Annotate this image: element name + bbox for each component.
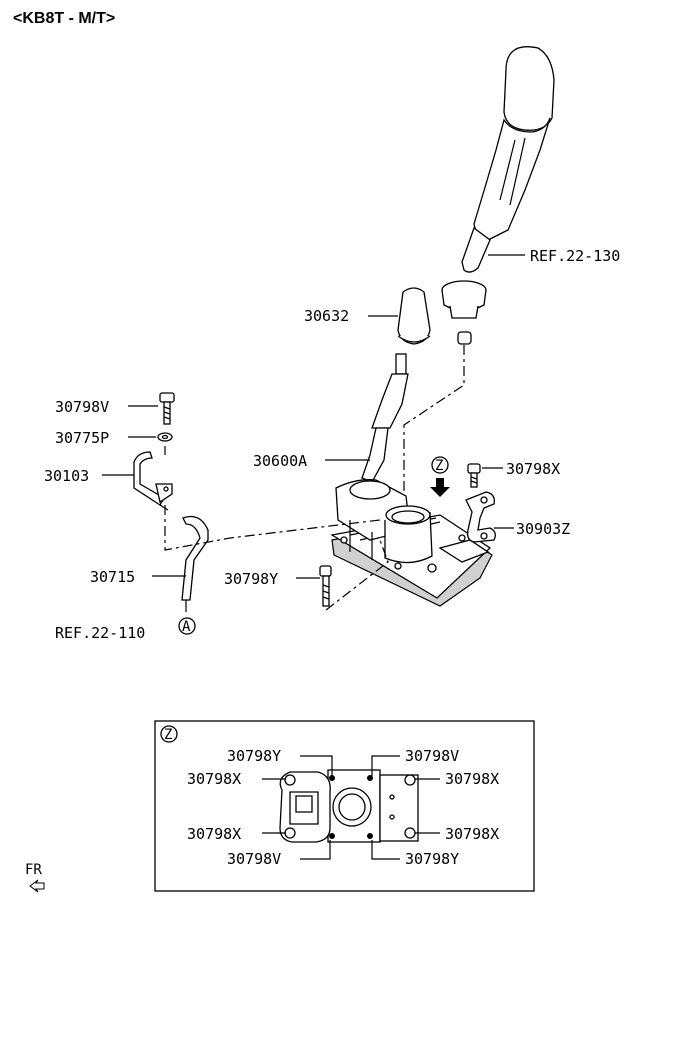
label-30798v: 30798V xyxy=(55,398,109,416)
label-ref-22-110: REF.22-110 xyxy=(55,624,145,642)
assembly-dashline-1 xyxy=(403,345,465,510)
detail-leader-br-y xyxy=(371,840,400,860)
dashline-hose-housing xyxy=(164,505,381,551)
detail-z-marker xyxy=(160,725,178,743)
detail-label-tl-y: 30798Y xyxy=(227,747,281,765)
part-30632-knob xyxy=(397,287,431,345)
detail-housing-plate xyxy=(279,769,419,843)
detail-leader-tl-y xyxy=(300,755,333,776)
detail-label-br-y: 30798Y xyxy=(405,850,459,868)
label-ref-22-130: REF.22-130 xyxy=(530,247,620,265)
view-z-label: Z xyxy=(435,458,443,474)
label-30798y: 30798Y xyxy=(224,570,278,588)
part-30903z-bracket xyxy=(465,491,496,543)
detail-label-bl-x: 30798X xyxy=(187,825,241,843)
detail-leader-tr-v xyxy=(371,755,400,776)
detail-label-tr-v: 30798V xyxy=(405,747,459,765)
part-30600a-shift-lever-housing xyxy=(330,353,493,607)
part-30798y-bolt xyxy=(319,565,332,607)
circle-a-marker xyxy=(178,617,196,635)
part-30103-clip xyxy=(133,451,173,511)
part-30798v-bolt xyxy=(159,392,175,425)
fr-label: FR xyxy=(25,862,42,878)
label-30600a: 30600A xyxy=(253,452,307,470)
fr-arrow-icon xyxy=(29,879,45,893)
view-z-arrow-icon xyxy=(430,478,450,497)
detail-leader-bl-v xyxy=(300,840,331,860)
view-z-marker xyxy=(431,456,449,474)
label-30903z: 30903Z xyxy=(516,520,570,538)
detail-label-mr-x: 30798X xyxy=(445,770,499,788)
label-30775p: 30775P xyxy=(55,429,109,447)
label-30715: 30715 xyxy=(90,568,135,586)
part-30775p-washer xyxy=(157,432,173,442)
detail-label-bl-v: 30798V xyxy=(227,850,281,868)
detail-z-label: Z xyxy=(164,727,172,743)
dashline-30798y xyxy=(325,539,389,611)
shift-knob-boot-assembly xyxy=(441,46,555,345)
label-30632: 30632 xyxy=(304,307,349,325)
page-title: <KB8T - M/T> xyxy=(13,10,116,27)
circle-a-label: A xyxy=(182,619,191,635)
label-30798x: 30798X xyxy=(506,460,560,478)
part-30715-breather-hose xyxy=(181,515,209,612)
detail-label-ml-x: 30798X xyxy=(187,770,241,788)
part-30798x-bolt xyxy=(467,463,481,488)
detail-label-br-x: 30798X xyxy=(445,825,499,843)
label-30103: 30103 xyxy=(44,467,89,485)
